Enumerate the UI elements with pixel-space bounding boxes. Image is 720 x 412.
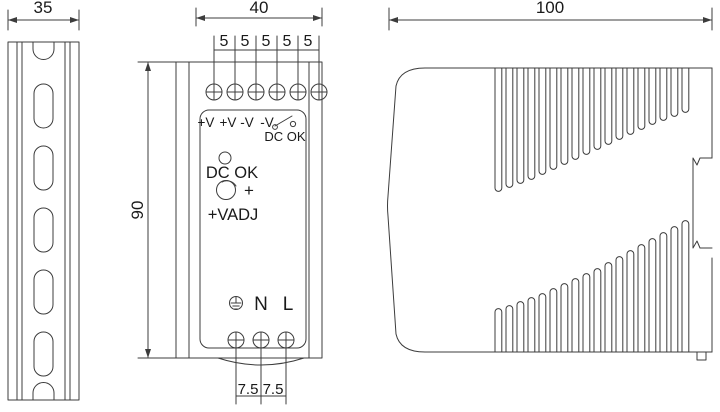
fin-slot xyxy=(560,283,569,353)
terminal-pitch-dimension-chain xyxy=(213,35,320,93)
fin-slot xyxy=(615,256,624,353)
pitch-label-2: 5 xyxy=(241,33,250,50)
terminal-label-pos-v-2: +V xyxy=(220,115,237,130)
fin-slot xyxy=(670,226,679,353)
fin-slot xyxy=(494,67,503,192)
fin-slot xyxy=(494,308,503,353)
fin-slot xyxy=(604,67,613,145)
terminal-screw xyxy=(252,331,270,349)
bottom-heatsink-fins xyxy=(494,220,690,353)
terminal-screw xyxy=(247,83,265,101)
rail-slot xyxy=(33,331,54,377)
bottom-pitch-label-2: 7.5 xyxy=(263,381,284,398)
fin-slot xyxy=(659,232,668,353)
fin-slot xyxy=(604,262,613,353)
din-rail-view xyxy=(7,9,80,401)
fin-slot xyxy=(626,250,635,353)
bottom-pitch-label-1: 7.5 xyxy=(238,381,259,398)
front-panel-text-layer: +V +V -V -V DC OK DC OK + +VADJ N L xyxy=(198,115,306,315)
vadj-label: +VADJ xyxy=(208,206,259,224)
side-depth-label: 100 xyxy=(536,0,564,17)
terminal-screw xyxy=(227,331,245,349)
side-body-outline xyxy=(387,67,690,353)
pitch-label-5: 5 xyxy=(304,33,313,50)
dc-ok-relay-label: DC OK xyxy=(264,129,306,144)
fin-slot xyxy=(593,67,602,150)
dc-ok-relay-symbol xyxy=(272,115,297,130)
fin-slot xyxy=(681,67,690,113)
fin-slot xyxy=(637,67,646,130)
fin-slot xyxy=(527,67,536,180)
terminal-label-neg-v-1: -V xyxy=(240,115,254,130)
fin-slot xyxy=(560,67,569,165)
earth-ground-symbol xyxy=(229,296,243,310)
rail-bottom-notch xyxy=(32,382,55,401)
fin-slot xyxy=(538,67,547,175)
terminal-screw xyxy=(205,83,223,101)
fin-slot xyxy=(659,67,668,121)
fin-slot xyxy=(670,67,679,117)
front-label-panel xyxy=(199,109,307,349)
vadj-potentiometer xyxy=(216,180,237,200)
fin-slot xyxy=(648,238,657,353)
fin-slot xyxy=(571,278,580,353)
front-height-label: 90 xyxy=(128,201,147,220)
fin-slot xyxy=(593,268,602,353)
top-terminal-block xyxy=(205,83,328,101)
rail-top-notch xyxy=(32,41,55,60)
dimension-text-layer: 35 40 5 5 5 5 5 90 100 7.5 7.5 xyxy=(34,0,565,398)
front-faceplate xyxy=(188,61,310,359)
rail-slot xyxy=(33,207,54,253)
fin-slot xyxy=(538,293,547,353)
rail-width-label: 35 xyxy=(34,0,53,17)
side-depth-dimension xyxy=(388,7,713,31)
pitch-label-1: 5 xyxy=(220,33,229,50)
pitch-label-4: 5 xyxy=(283,33,292,50)
fin-slot xyxy=(615,67,624,140)
fin-slot xyxy=(505,67,514,188)
vadj-plus-label: + xyxy=(244,181,254,200)
rail-slot xyxy=(33,269,54,315)
fin-slot xyxy=(549,288,558,353)
dc-ok-led-label: DC OK xyxy=(206,164,258,182)
rail-slot xyxy=(33,83,54,129)
terminal-screw xyxy=(226,83,244,101)
fin-slot xyxy=(516,301,525,353)
bottom-terminal-block xyxy=(227,331,295,349)
rail-slot-group xyxy=(33,83,54,377)
bottom-pitch-dimension-chain xyxy=(235,347,287,405)
terminal-label-neutral: N xyxy=(254,294,268,315)
rail-width-dimension xyxy=(7,9,80,31)
fin-slot xyxy=(505,305,514,353)
terminal-screw xyxy=(277,331,295,349)
fin-slot xyxy=(637,244,646,353)
fin-slot xyxy=(582,273,591,353)
fin-slot xyxy=(549,67,558,170)
front-width-label: 40 xyxy=(250,0,269,17)
fin-slot xyxy=(582,67,591,155)
terminal-label-neg-v-2: -V xyxy=(260,115,274,130)
terminal-label-pos-v-1: +V xyxy=(198,115,215,130)
pitch-label-3: 5 xyxy=(262,33,271,50)
fin-slot xyxy=(681,220,690,353)
fin-slot xyxy=(648,67,657,125)
fin-slot xyxy=(626,67,635,135)
fin-slot xyxy=(571,67,580,160)
front-width-dimension xyxy=(195,7,323,27)
din-rail-clip xyxy=(692,157,713,249)
top-heatsink-fins xyxy=(494,67,690,192)
terminal-screw xyxy=(310,83,328,101)
rail-slot xyxy=(33,145,54,191)
front-view xyxy=(137,7,328,405)
fin-slot xyxy=(527,297,536,353)
terminal-label-line: L xyxy=(283,294,294,315)
fin-slot xyxy=(516,67,525,184)
terminal-screw xyxy=(268,83,286,101)
side-view xyxy=(387,7,713,361)
rail-outline xyxy=(7,41,80,401)
side-clip-foot xyxy=(696,351,707,361)
terminal-screw xyxy=(289,83,307,101)
dc-ok-led xyxy=(218,151,232,165)
